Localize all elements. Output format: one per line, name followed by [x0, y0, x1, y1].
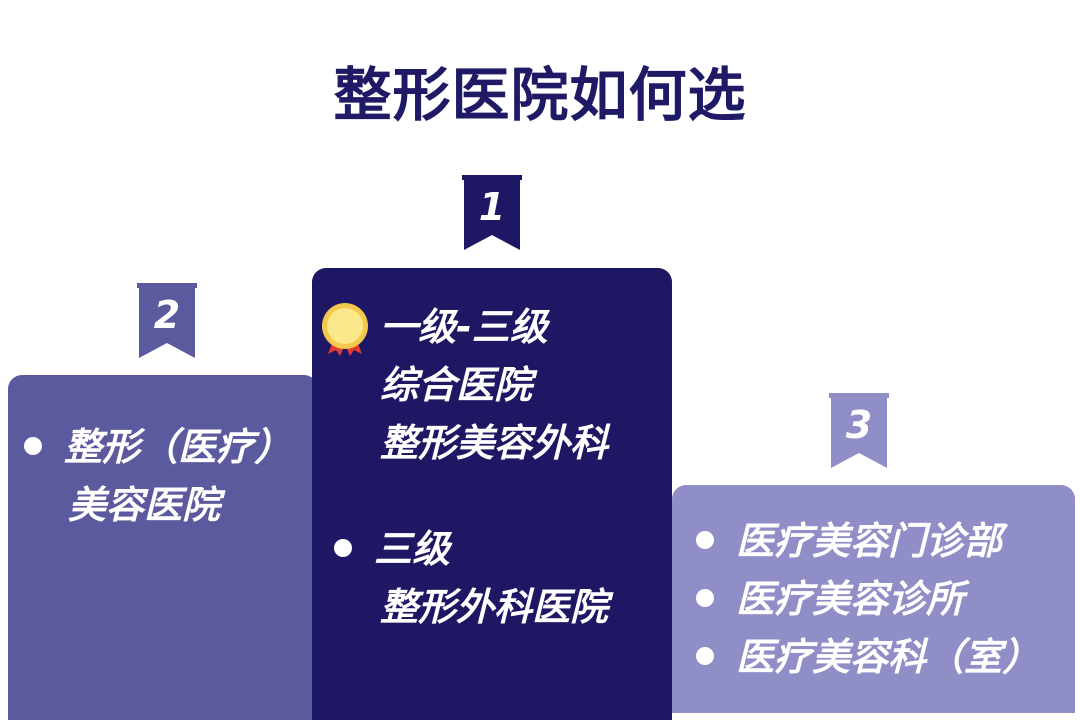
rank-1-ribbon-icon: 1 — [462, 175, 522, 255]
page-title: 整形医院如何选 — [333, 61, 747, 129]
bullet-icon — [24, 436, 42, 455]
rank-2-item-1: 整形（医疗） 美容医院 — [24, 418, 292, 534]
bullet-icon — [334, 538, 352, 557]
rank-2-ribbon-icon: 2 — [137, 283, 197, 363]
rank-3-item-1: 医疗美容门诊部 — [696, 512, 1040, 570]
rank-3-item-2: 医疗美容诊所 — [696, 570, 1040, 628]
rank-1-item-1: 一级-三级 综合医院 整形美容外科 — [380, 305, 609, 465]
bullet-icon — [696, 588, 714, 607]
bullet-icon — [696, 646, 714, 665]
rank-1-number: 1 — [478, 185, 506, 229]
rank-1-item-2: 三级 整形外科医院 — [334, 520, 608, 636]
rank-3-ribbon-icon: 3 — [829, 393, 889, 473]
rank-3-items: 医疗美容门诊部 医疗美容诊所 医疗美容科（室） — [696, 512, 1040, 686]
podium-rank-2 — [8, 375, 318, 720]
podium-rank-3 — [672, 485, 1075, 713]
podium-rank-1 — [312, 268, 672, 720]
bullet-icon — [696, 530, 714, 549]
rank-2-number: 2 — [153, 293, 181, 337]
medal-icon — [320, 302, 370, 358]
rank-3-item-3: 医疗美容科（室） — [696, 628, 1040, 686]
rank-3-number: 3 — [845, 403, 873, 447]
